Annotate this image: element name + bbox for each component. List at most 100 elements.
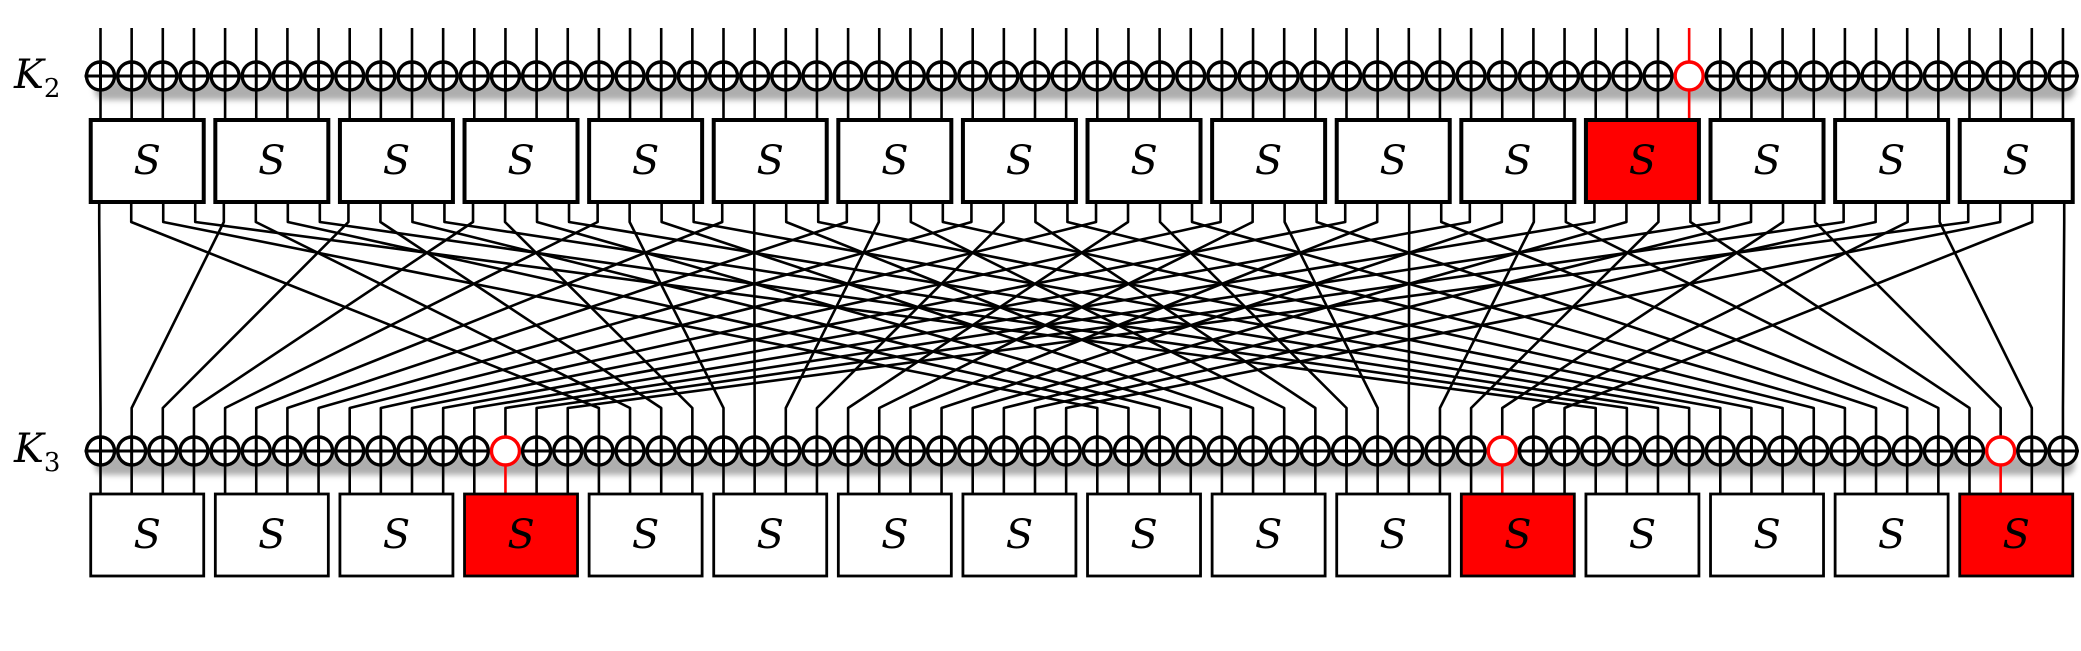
sbox-rect xyxy=(587,118,705,204)
xor-k2 xyxy=(676,60,709,92)
sbox-top-active: S xyxy=(1583,118,1701,204)
permutation-wire xyxy=(1283,202,1379,451)
sbox-bottom-active: S xyxy=(1958,492,2075,578)
permutation-wire xyxy=(193,202,1597,451)
sbox-label: S xyxy=(2003,512,2030,558)
xor-k2 xyxy=(894,60,927,92)
permutation-wire xyxy=(2061,202,2066,451)
sbox-bottom-active: S xyxy=(1459,492,1576,578)
xor-k2 xyxy=(396,60,428,92)
sbox-top: S xyxy=(337,118,455,204)
permutation-wire xyxy=(535,202,1845,451)
sbox-top: S xyxy=(88,118,206,204)
sbox-top: S xyxy=(1210,118,1328,204)
permutation-wire xyxy=(941,202,1784,451)
sbox-rect xyxy=(1210,118,1328,204)
xor-k3 xyxy=(209,435,241,467)
xor-k3 xyxy=(115,435,148,467)
sbox-top: S xyxy=(587,118,705,204)
permutation-wire xyxy=(1066,202,1816,451)
xor-k3-active xyxy=(1486,435,1518,467)
sbox-top: S xyxy=(960,118,1078,204)
sbox-label: S xyxy=(1878,138,1905,184)
sbox-rect xyxy=(836,118,954,204)
sbox-bottom: S xyxy=(1086,492,1202,578)
sbox-rect xyxy=(1085,118,1203,204)
sbox-bottom: S xyxy=(836,492,953,578)
sbox-top: S xyxy=(1833,118,1951,204)
permutation-wire xyxy=(940,202,1504,451)
xor-k2 xyxy=(1517,60,1550,92)
permutation-wire xyxy=(443,202,1660,451)
xor-k2 xyxy=(1611,60,1643,92)
xor-k3 xyxy=(1953,435,1986,467)
xor-k2 xyxy=(1330,60,1363,92)
sbox-label: S xyxy=(1504,512,1531,558)
sbox-label: S xyxy=(507,512,534,558)
permutation-wire xyxy=(628,202,725,451)
sbox-label: S xyxy=(632,138,659,184)
sbox-label: S xyxy=(1130,512,1157,558)
permutation-wire xyxy=(846,202,1130,451)
xor-k2 xyxy=(1424,60,1456,92)
xor-k2 xyxy=(957,60,989,92)
xor-k3-active xyxy=(1984,435,2017,467)
xor-k3 xyxy=(1455,435,1487,467)
sbox-rect xyxy=(463,492,579,578)
sbox-bottom: S xyxy=(961,492,1078,578)
xor-k3 xyxy=(1206,435,1238,467)
xor-k3 xyxy=(583,435,615,467)
permutation-wire xyxy=(1564,202,1940,451)
xor-k2 xyxy=(271,60,304,92)
sbox-rect xyxy=(1459,118,1577,204)
permutation-wire xyxy=(286,202,1130,451)
sbox-bottom: S xyxy=(1335,492,1452,578)
sbox-rect xyxy=(89,492,206,578)
xor-k3 xyxy=(1050,435,1082,467)
permutation-wire xyxy=(411,202,1161,451)
xor-k2 xyxy=(240,60,272,92)
sbox-rect xyxy=(88,118,206,204)
sbox-label: S xyxy=(1255,512,1282,558)
xor-k3 xyxy=(1735,435,1768,467)
xor-k3 xyxy=(2016,435,2048,467)
xor-k2 xyxy=(115,60,148,92)
sbox-rect xyxy=(1833,118,1951,204)
sbox-rect xyxy=(1086,492,1202,578)
sbox-rect xyxy=(836,492,953,578)
sbox-label: S xyxy=(134,512,161,558)
xor-k3 xyxy=(1299,435,1332,467)
xor-k2 xyxy=(801,60,833,92)
permutation-wire xyxy=(504,202,1721,451)
xor-k2 xyxy=(770,60,802,92)
xor-k2 xyxy=(1299,60,1332,92)
sbox-label: S xyxy=(507,138,534,184)
xor-k2 xyxy=(489,60,522,92)
xor-k2 xyxy=(334,60,366,92)
sbox-top: S xyxy=(1459,118,1577,204)
permutation-wire xyxy=(660,202,1224,451)
sbox-rect xyxy=(338,492,455,578)
permutation-wire xyxy=(1438,202,1536,451)
sbox-label: S xyxy=(1006,138,1033,184)
permutation-wire xyxy=(317,202,973,451)
xor-k3 xyxy=(302,435,335,467)
xor-k3 xyxy=(707,435,740,467)
xor-k2 xyxy=(988,60,1020,92)
xor-k2 xyxy=(1455,60,1487,92)
permutation-wire xyxy=(784,202,881,451)
permutation-wire xyxy=(254,202,724,451)
sbox-bottom: S xyxy=(1709,492,1825,578)
sbox-label: S xyxy=(1753,512,1780,558)
sbox-rect xyxy=(1833,492,1950,578)
permutation-wire xyxy=(566,202,1970,451)
xor-k3 xyxy=(957,435,989,467)
sbox-rect xyxy=(213,118,331,204)
xor-k3 xyxy=(770,435,802,467)
permutation-wire xyxy=(161,202,350,451)
xor-k2 xyxy=(427,60,459,92)
permutation-wire xyxy=(1315,202,1878,451)
permutation-wire xyxy=(1064,202,2002,451)
xor-k2 xyxy=(1891,60,1923,92)
